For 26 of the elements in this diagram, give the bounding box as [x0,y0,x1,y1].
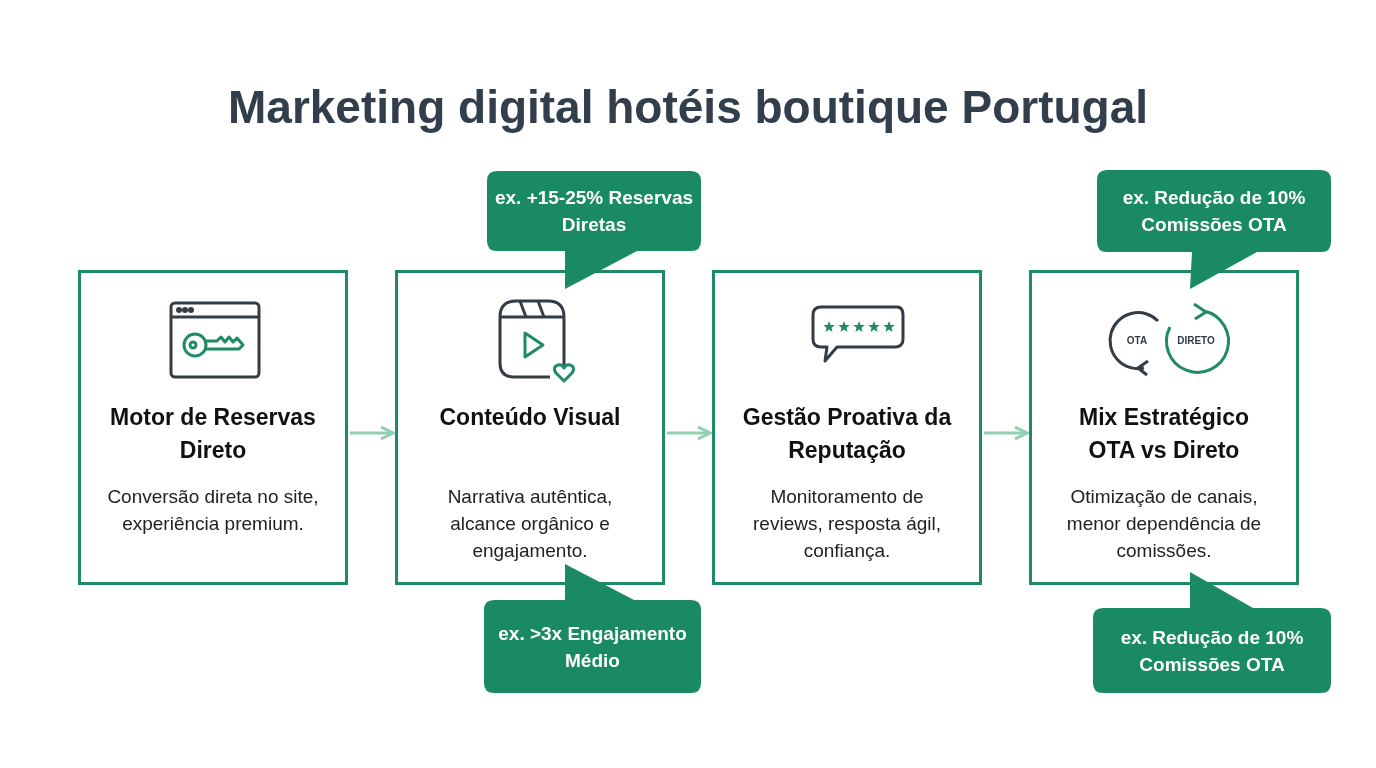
metric-callout [1097,170,1331,291]
flow-arrow [667,425,712,441]
box-description: Narrativa autêntica, alcance orgânico e engajamento. [446,485,614,563]
title: Marketing digital hotéis boutique Portugal [227,80,1149,134]
callout-text: ex. +15-25% Reservas Diretas [493,186,695,237]
metric-callout [487,171,701,291]
flow-arrow [350,425,395,441]
flow-arrow [984,425,1029,441]
callout-text: ex. Redução de 10% Comissões OTA [1121,186,1307,237]
box-heading: Conteúdo Visual [438,403,622,432]
box-description: Conversão direta no site, experiência premium. [107,485,319,536]
process-box [1029,270,1299,585]
icon-label: OTA [1126,335,1148,346]
box-description: Monitoramento de reviews, resposta ágil, confiança. [752,485,942,563]
box-heading: Mix Estratégico OTA vs Direto [1078,403,1250,465]
metric-callout [484,562,701,693]
box-heading: Gestão Proativa da Reputação [741,403,953,465]
box-description: Otimização de canais, menor dependência de comissões. [1065,485,1263,563]
icon-label: DIRETO [1177,335,1215,346]
box-heading: Motor de Reservas Direto [109,403,317,465]
process-box [395,270,665,585]
callout-text: ex. >3x Engajamento Médio [497,621,688,673]
process-box [712,270,982,585]
process-box [78,270,348,585]
callout-text: ex. Redução de 10% Comissões OTA [1119,625,1305,677]
metric-callout [1093,570,1331,693]
